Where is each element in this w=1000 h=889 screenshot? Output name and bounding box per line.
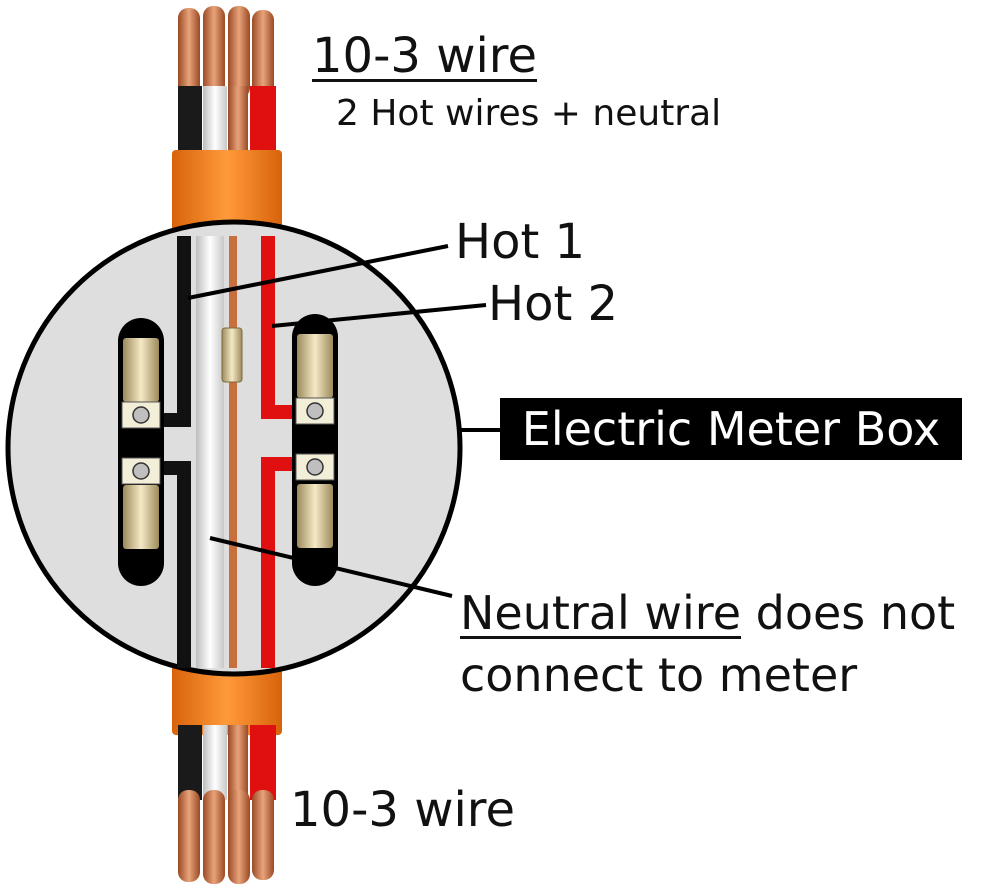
meter-box-label: Electric Meter Box (500, 398, 962, 460)
copper-strand (252, 10, 274, 100)
jaw-contact (297, 334, 333, 398)
black-wire-end (178, 725, 202, 800)
white-wire-end (203, 725, 227, 800)
neutral-leader (209, 536, 453, 598)
red-wire-end (250, 725, 276, 800)
neutral-note: Neutral wire does not connect to meter (460, 582, 955, 706)
neutral-note-line2: connect to meter (460, 648, 858, 702)
copper-strand (178, 790, 200, 882)
hot2-leader (271, 303, 487, 328)
jaw-contact (123, 338, 159, 402)
copper-strand (228, 790, 250, 884)
hot2-label: Hot 2 (488, 276, 619, 332)
left-meter-jaw (118, 318, 164, 586)
copper-strand (252, 790, 274, 880)
top-cable (172, 6, 282, 242)
bare-ground-end (228, 725, 248, 800)
top-cable-label: 10-3 wire (312, 28, 537, 84)
copper-strand (203, 6, 225, 98)
terminal-screw (132, 406, 150, 424)
terminal-screw (132, 462, 150, 480)
hot1-label: Hot 1 (455, 214, 586, 270)
ground-splice (221, 327, 243, 383)
meter-box (5, 219, 463, 677)
neutral-wire-term: Neutral wire (460, 586, 742, 640)
neutral-wire (196, 236, 224, 668)
terminal-screw (306, 458, 324, 476)
hot1-leader (187, 244, 449, 300)
neutral-note-line1-rest: does not (741, 586, 956, 640)
cable-jacket (172, 150, 282, 242)
jaw-contact (123, 485, 159, 549)
bare-ground-end (228, 86, 248, 166)
ground-wire (229, 236, 237, 668)
jaw-contact (297, 484, 333, 548)
copper-strand (178, 8, 200, 98)
copper-strand (203, 790, 225, 884)
bottom-cable-label: 10-3 wire (290, 782, 515, 838)
copper-strand (228, 6, 250, 98)
right-meter-jaw (292, 314, 338, 586)
terminal-screw (306, 402, 324, 420)
top-cable-sublabel: 2 Hot wires + neutral (336, 93, 722, 134)
bottom-cable (172, 645, 282, 884)
